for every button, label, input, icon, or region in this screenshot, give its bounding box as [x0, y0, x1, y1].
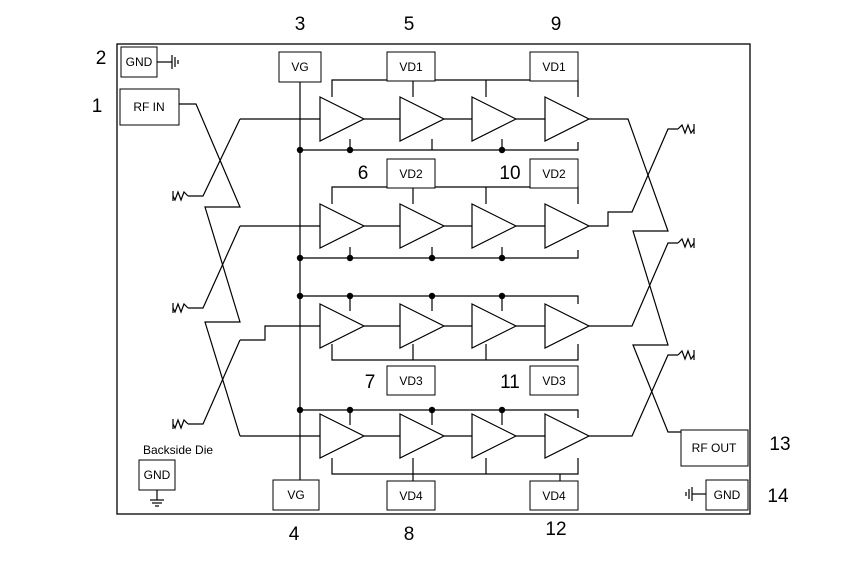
pin-10: 10 — [499, 163, 520, 184]
pad-vd1-a: VD1 — [386, 51, 436, 82]
junction-dots — [296, 146, 506, 414]
pad-vg-top: VG — [278, 51, 322, 83]
pad-gnd-backside-label: GND — [144, 468, 171, 482]
pad-rf-out-label: RF OUT — [692, 441, 737, 455]
pad-rf-in: RF IN — [119, 88, 180, 126]
pad-gnd-backside: GND — [138, 459, 176, 491]
pad-vd2-b: VD2 — [529, 158, 579, 189]
pad-gnd-top-left: GND — [120, 46, 158, 78]
pad-vd2-a-label: VD2 — [399, 167, 423, 181]
pin-4: 4 — [289, 524, 300, 545]
amplifier-row-1 — [319, 96, 591, 142]
pad-gnd-top-left-label: GND — [126, 55, 153, 69]
pad-vd3-b: VD3 — [529, 365, 579, 396]
pad-vd4-a: VD4 — [386, 480, 436, 511]
resistor-terminations — [172, 123, 695, 430]
pad-vd2-a: VD2 — [386, 158, 436, 189]
pin-numbers: 2 1 3 5 9 6 10 7 11 13 14 4 8 12 — [92, 14, 791, 545]
pin-8: 8 — [404, 524, 415, 545]
pad-vg-bottom-label: VG — [287, 488, 304, 502]
pin-13: 13 — [769, 434, 790, 455]
pin-3: 3 — [295, 14, 306, 35]
pin-9: 9 — [551, 14, 562, 35]
pad-gnd-bottom-right-label: GND — [714, 488, 741, 502]
pin-1: 1 — [92, 96, 103, 117]
pad-vd4-b-label: VD4 — [542, 489, 566, 503]
pad-vd3-a: VD3 — [386, 365, 436, 396]
amplifier-row-4 — [319, 413, 591, 459]
pin-11: 11 — [500, 372, 520, 393]
pad-rf-in-label: RF IN — [133, 100, 164, 114]
ground-symbol-backside — [150, 499, 164, 507]
pin-6: 6 — [358, 163, 369, 184]
pad-vd1-b-label: VD1 — [542, 60, 566, 74]
pad-vd4-b: VD4 — [529, 480, 579, 511]
pad-vd1-b: VD1 — [529, 51, 579, 82]
pin-5: 5 — [404, 14, 415, 35]
pin-2: 2 — [96, 48, 107, 69]
die-outline — [116, 43, 751, 515]
pin-14: 14 — [767, 486, 789, 507]
pad-vd3-a-label: VD3 — [399, 374, 423, 388]
pin-12: 12 — [545, 519, 566, 540]
ground-symbol-bottom-right — [685, 487, 693, 501]
ground-symbol-top-left — [171, 55, 179, 69]
pad-vd2-b-label: VD2 — [542, 167, 566, 181]
pad-vd3-b-label: VD3 — [542, 374, 566, 388]
pin-7: 7 — [365, 372, 376, 393]
pad-gnd-bottom-right: GND — [705, 479, 749, 511]
pad-vg-top-label: VG — [291, 60, 308, 74]
pad-vd1-a-label: VD1 — [399, 60, 423, 74]
pad-rf-out: RF OUT — [680, 429, 749, 467]
amplifier-row-3 — [319, 303, 591, 349]
backside-die-caption: Backside Die — [143, 443, 213, 457]
amplifier-row-2 — [319, 203, 591, 249]
pad-vd4-a-label: VD4 — [399, 489, 423, 503]
wiring — [156, 61, 706, 500]
pad-vg-bottom: VG — [272, 479, 320, 511]
